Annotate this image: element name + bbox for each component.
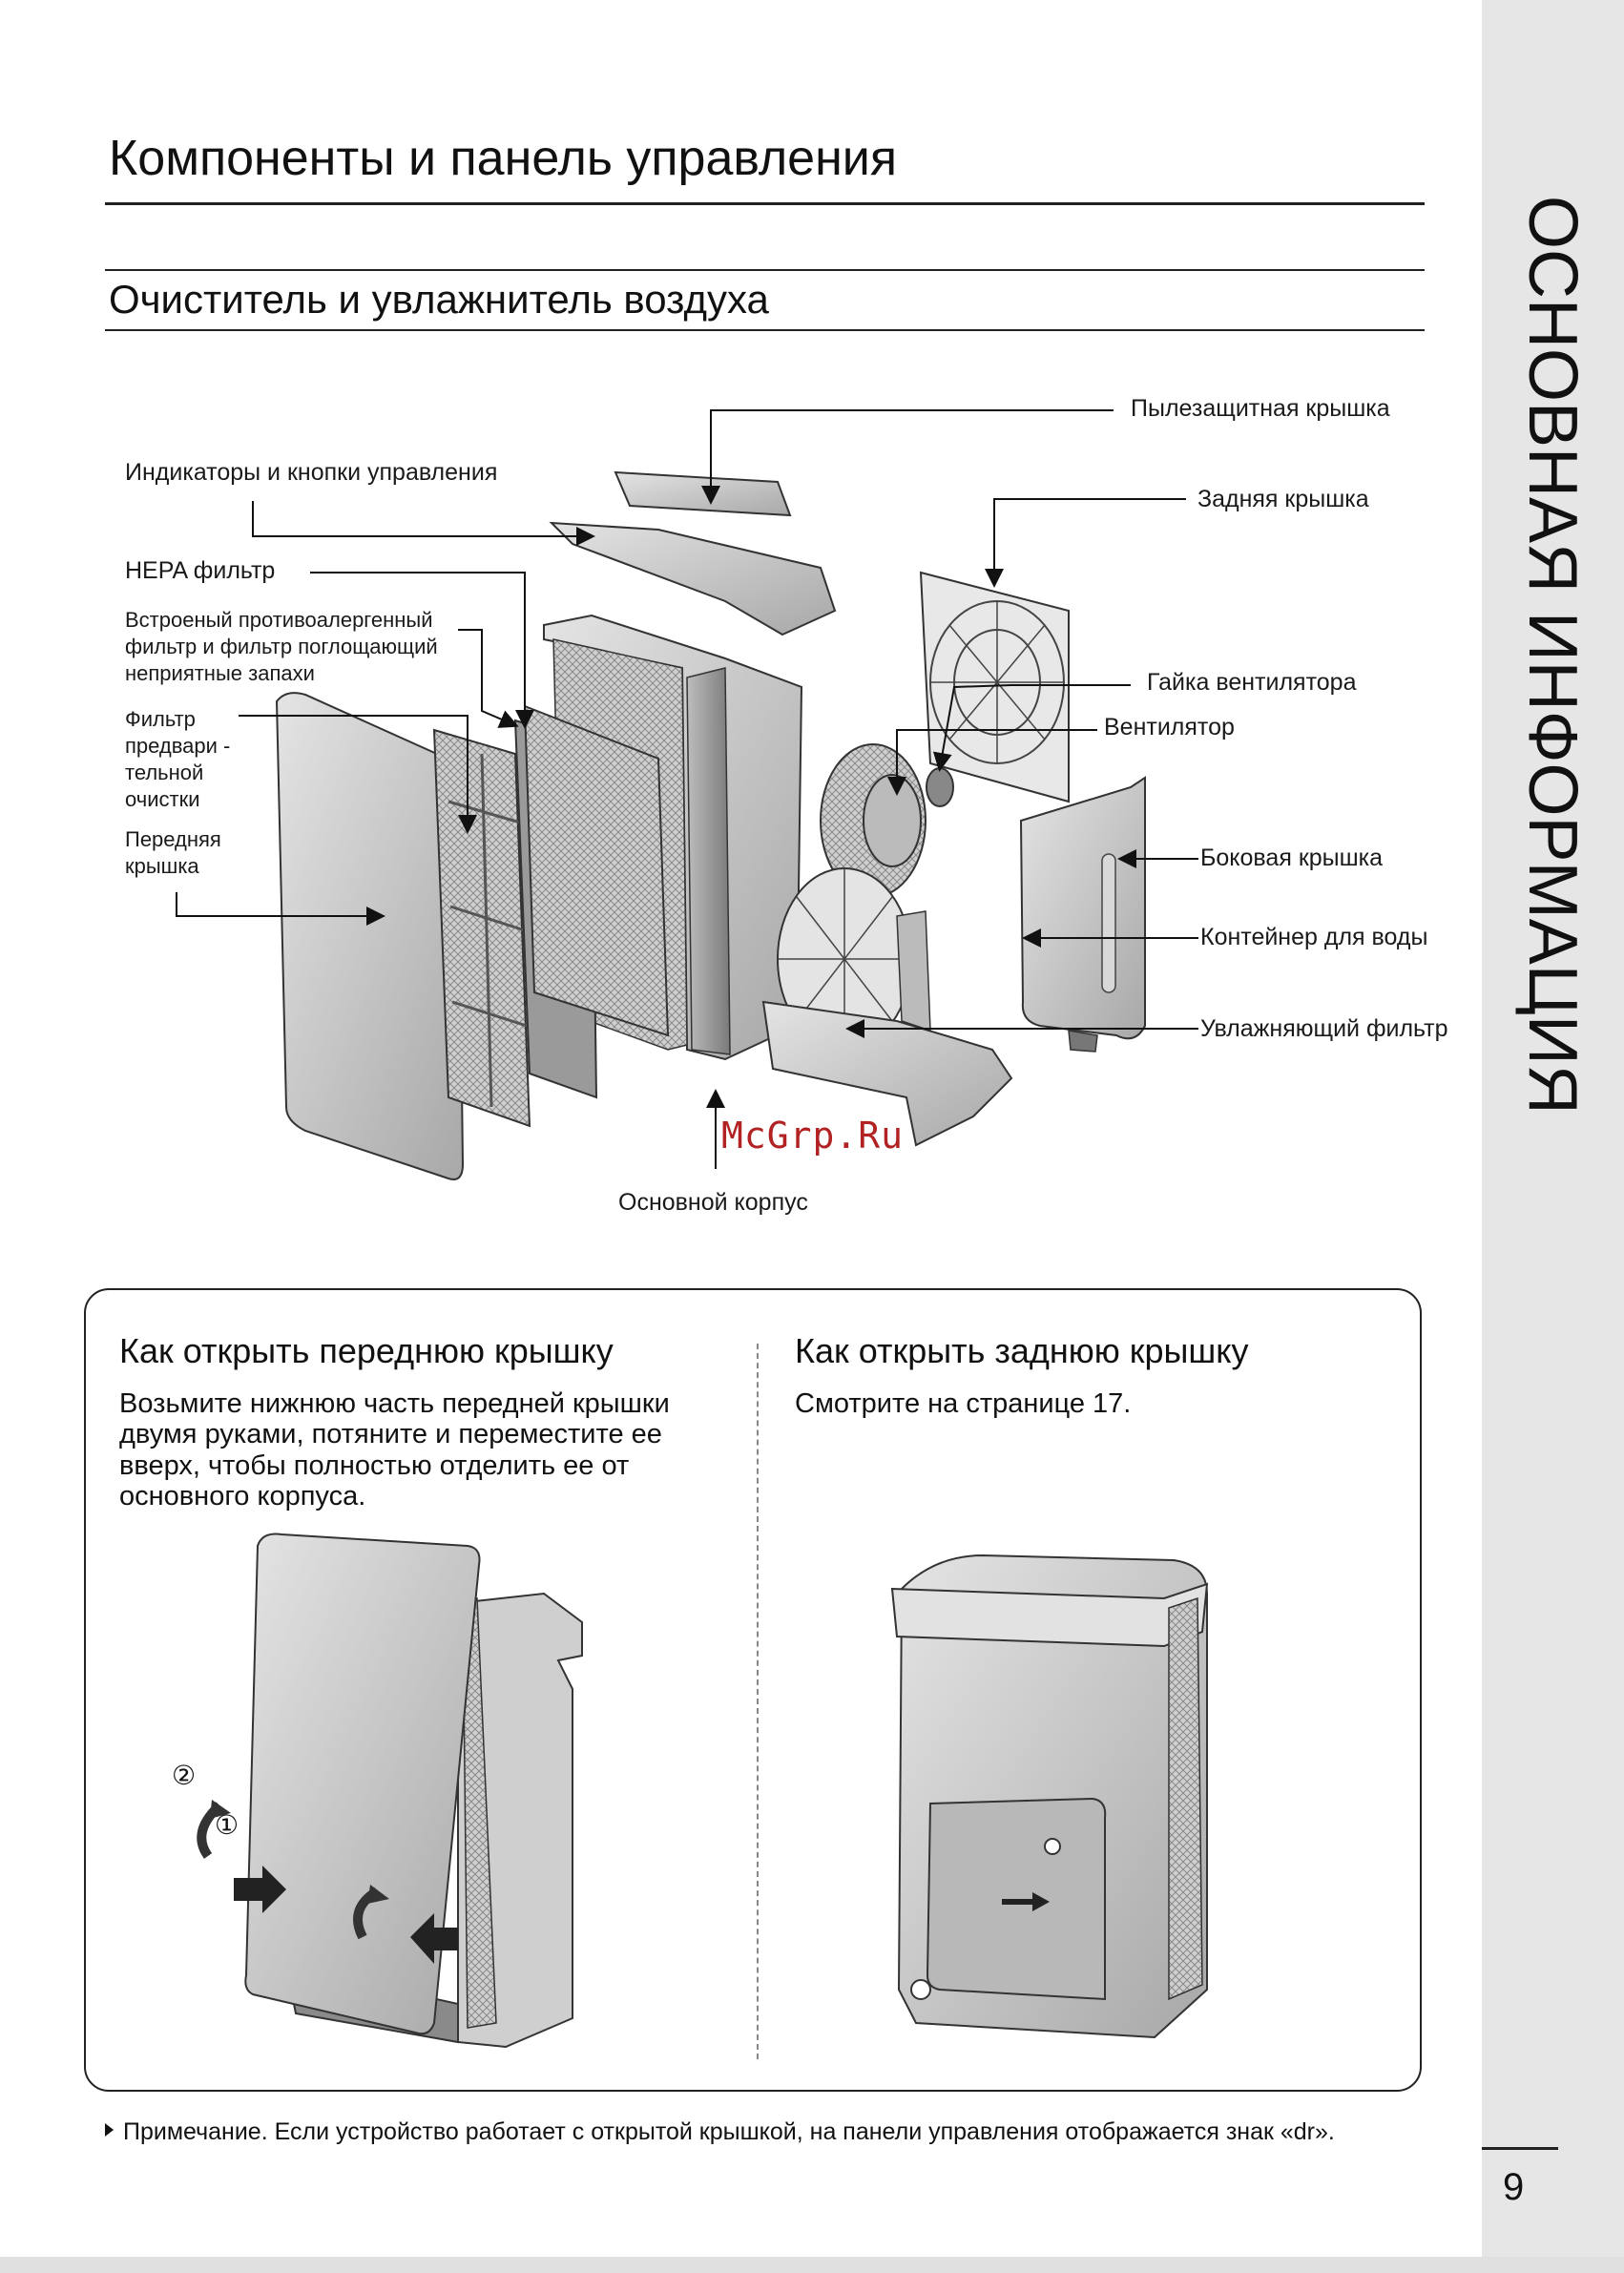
page-number: 9: [1503, 2166, 1525, 2208]
label-dust-cover: Пылезащитная крышка: [1131, 395, 1390, 422]
note-text: Примечание. Если устройство работает с о…: [123, 2118, 1335, 2145]
instruction-box: [84, 1288, 1422, 2092]
section-subtitle: Очиститель и увлажнитель воздуха: [109, 277, 769, 322]
note: Примечание. Если устройство работает с о…: [105, 2118, 1335, 2146]
back-cover-illustration: [890, 1554, 1209, 2039]
humidifier-filter-part: [761, 867, 1013, 1147]
front-cover-heading: Как открыть переднюю крышку: [119, 1331, 614, 1370]
front-cover-part: [275, 692, 465, 1180]
label-back-cover: Задняя крышка: [1197, 486, 1369, 512]
label-fan: Вентилятор: [1104, 714, 1235, 740]
label-humidifier-filter: Увлажняющий фильтр: [1200, 1015, 1448, 1042]
label-pre-filter: Фильтр предвари - тельной очистки: [125, 707, 231, 812]
back-cover-heading: Как открыть заднюю крышку: [795, 1331, 1249, 1370]
bullet-triangle-icon: [105, 2123, 114, 2137]
label-main-body: Основной корпус: [618, 1189, 808, 1216]
label-hepa: HEPA фильтр: [125, 557, 276, 584]
front-cover-illustration: ② ①: [172, 1533, 583, 2049]
page-number-rule: [1482, 2147, 1558, 2150]
fan-nut-part: [926, 767, 954, 807]
sidebar-band: [1482, 0, 1624, 2273]
label-water-tank: Контейнер для воды: [1200, 924, 1428, 950]
section-side-title: ОСНОВНАЯ ИНФОРМАЦИЯ: [1514, 196, 1591, 1115]
step-2-marker: ②: [172, 1760, 196, 1791]
bottom-band: [0, 2257, 1624, 2273]
step-1-marker: ①: [215, 1809, 239, 1841]
leader-lines: [176, 409, 1198, 1169]
title-rule: [105, 202, 1425, 205]
dust-cover-part: [614, 470, 792, 517]
control-panel-part: [549, 521, 837, 636]
subtitle-rule-top: [105, 269, 1425, 271]
water-tank-part: [1019, 776, 1146, 1053]
label-builtin-filter: Встроеный противоалергенный фильтр и фил…: [125, 608, 438, 686]
exploded-diagram: [176, 409, 1198, 1180]
page-title: Компоненты и панель управления: [109, 131, 898, 186]
back-cover-instructions: Смотрите на странице 17.: [795, 1388, 1132, 1419]
label-fan-nut: Гайка вентилятора: [1147, 669, 1357, 696]
back-cover-part: [919, 571, 1070, 803]
pre-filter-part: [432, 728, 531, 1128]
label-side-cover: Боковая крышка: [1200, 845, 1384, 871]
deodorizing-filter-part: [523, 704, 670, 1037]
subtitle-rule-bottom: [105, 329, 1425, 331]
front-cover-instructions: Возьмите нижнюю часть передней крышки дв…: [119, 1388, 670, 1512]
label-front-cover: Передняя крышка: [125, 827, 221, 879]
label-indicators: Индикаторы и кнопки управления: [125, 459, 498, 486]
watermark: McGrp.Ru: [721, 1115, 905, 1157]
box-divider: [757, 1344, 759, 2059]
